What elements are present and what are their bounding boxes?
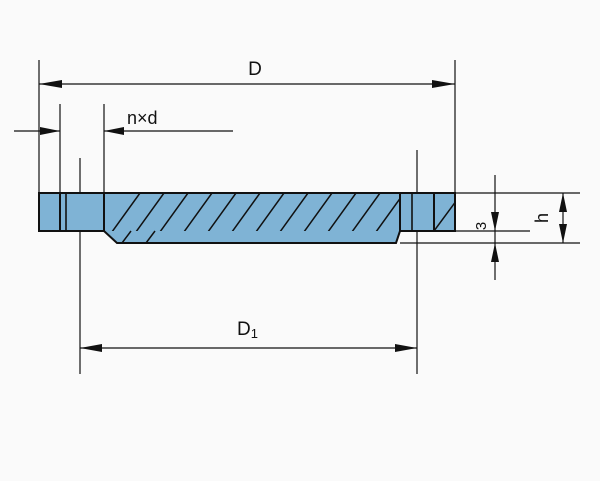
- label-3: 3: [473, 222, 490, 230]
- hatch-right: [433, 201, 455, 231]
- dimension-h: h: [400, 192, 580, 244]
- bolt-hole-centerlines: [79, 150, 418, 374]
- dimension-D: D: [38, 59, 456, 193]
- label-n-x-d: n×d: [127, 108, 158, 128]
- bolt-hole-left: [59, 192, 105, 232]
- dimension-n-x-d: n×d: [14, 104, 233, 193]
- label-D1: D1: [237, 319, 258, 341]
- bolt-hole-right: [399, 192, 435, 232]
- hatch-main: [111, 193, 400, 231]
- label-D: D: [248, 59, 262, 80]
- dimension-recess-3: 3: [455, 175, 530, 280]
- dimension-D1: D1: [80, 319, 417, 352]
- label-h: h: [532, 213, 552, 223]
- hatch-recess: [121, 230, 156, 244]
